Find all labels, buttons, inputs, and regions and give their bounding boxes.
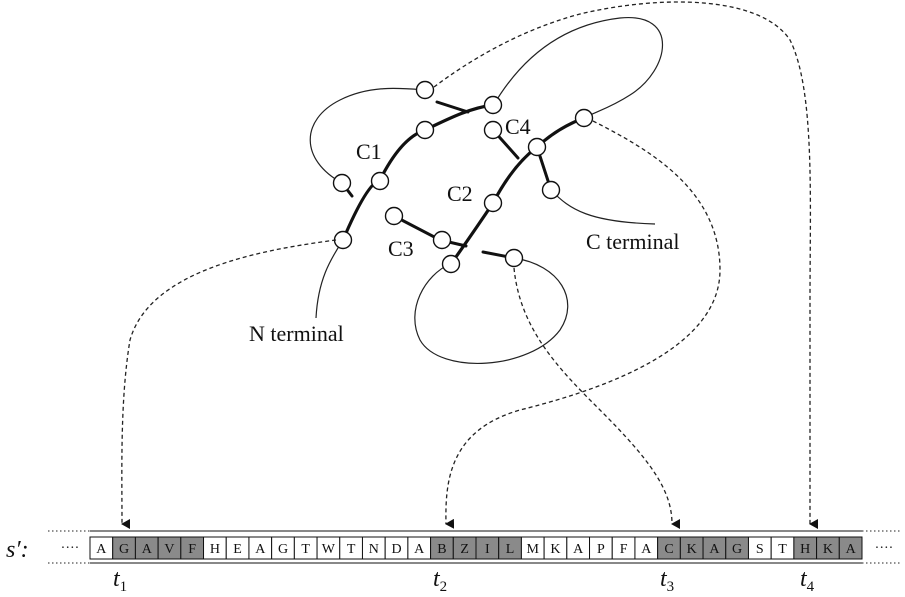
sequence-letter: K [550, 542, 560, 557]
strand-c2 [449, 116, 586, 266]
segment-label-t2: t2 [433, 566, 447, 595]
sequence-letter: A [709, 542, 720, 557]
mapping-arrows [121, 1, 818, 529]
node [483, 120, 503, 140]
segment-base: t [113, 566, 121, 592]
node [574, 108, 594, 128]
sequence-letter: A [573, 542, 584, 557]
sequence-letter: F [620, 542, 628, 557]
node [504, 248, 524, 268]
residue-nodes [332, 80, 594, 274]
sequence-letter: N [369, 542, 379, 557]
sequence-letter: A [846, 542, 857, 557]
strand-c1 [341, 103, 495, 242]
sequence-letter: A [414, 542, 425, 557]
segment-label-t4: t4 [800, 566, 815, 595]
sequence-letter: P [597, 542, 605, 557]
sequence-letter: G [732, 542, 742, 557]
sequence-letter: C [664, 542, 673, 557]
segment-sub: 1 [120, 579, 128, 595]
node [483, 95, 503, 115]
arrow-to-t3 [513, 267, 681, 529]
sequence-letter: D [391, 542, 401, 557]
sequence-letter: V [164, 542, 174, 557]
c-terminal-tail [550, 189, 656, 225]
node [527, 137, 547, 157]
sequence-cell [838, 536, 863, 560]
sequence-letter: L [506, 542, 515, 557]
node [483, 193, 503, 213]
label-c-terminal: C terminal [586, 229, 679, 254]
loop-upper-left [309, 87, 426, 184]
ellipsis-left: ···· [61, 541, 80, 556]
node [370, 171, 390, 191]
sequence-letter: E [233, 542, 242, 557]
sequence-letter: M [527, 542, 540, 557]
sequence-letter: K [687, 542, 697, 557]
sequence-letter: W [322, 542, 336, 557]
sequence-label: s′: [6, 537, 29, 563]
segment-base: t [800, 566, 808, 592]
node [333, 230, 353, 250]
sequence-letter: Z [460, 542, 469, 557]
segment-label-t1: t1 [113, 566, 127, 595]
sequence-letter: A [641, 542, 652, 557]
segment-base: t [660, 566, 668, 592]
label-c2: C2 [447, 181, 473, 206]
sequence-letter: G [119, 542, 129, 557]
sequence-letter: H [210, 542, 220, 557]
sequence-letter: I [485, 542, 490, 557]
ellipsis-right: ···· [875, 541, 894, 556]
label-c3: C3 [388, 236, 414, 261]
sequence-letter: A [96, 542, 107, 557]
label-c1: C1 [356, 139, 382, 164]
node [332, 173, 352, 193]
loop-lower [414, 257, 569, 364]
segment-sub: 4 [807, 579, 815, 595]
sequence-letter: T [301, 542, 310, 557]
segment-label-t3: t3 [660, 566, 674, 595]
segment-sub: 2 [440, 579, 448, 595]
sequence-letter: F [188, 542, 196, 557]
node [384, 206, 404, 226]
sequence-letter: K [823, 542, 833, 557]
sequence-letter: T [778, 542, 787, 557]
sequence-letter: A [142, 542, 153, 557]
arrow-to-t1 [121, 239, 337, 529]
segment-sub: 3 [667, 579, 675, 595]
segment-base: t [433, 566, 441, 592]
sequence-letter: G [278, 542, 288, 557]
node [432, 230, 452, 250]
n-terminal-tail [315, 239, 344, 319]
sequence-letter: A [255, 542, 266, 557]
node [441, 254, 461, 274]
node [415, 80, 435, 100]
sequence-letter: S [756, 542, 764, 557]
sequence-letter: H [800, 542, 810, 557]
sequence-letter: T [347, 542, 356, 557]
loop-upper-right [492, 17, 663, 119]
sequence-letter: B [437, 542, 446, 557]
arrow-to-t4 [433, 1, 818, 529]
node [541, 180, 561, 200]
node [415, 120, 435, 140]
backbone-thin-lines [309, 17, 663, 364]
label-c4: C4 [505, 114, 531, 139]
label-n-terminal: N terminal [249, 321, 344, 346]
arrow-to-t2 [445, 120, 721, 529]
